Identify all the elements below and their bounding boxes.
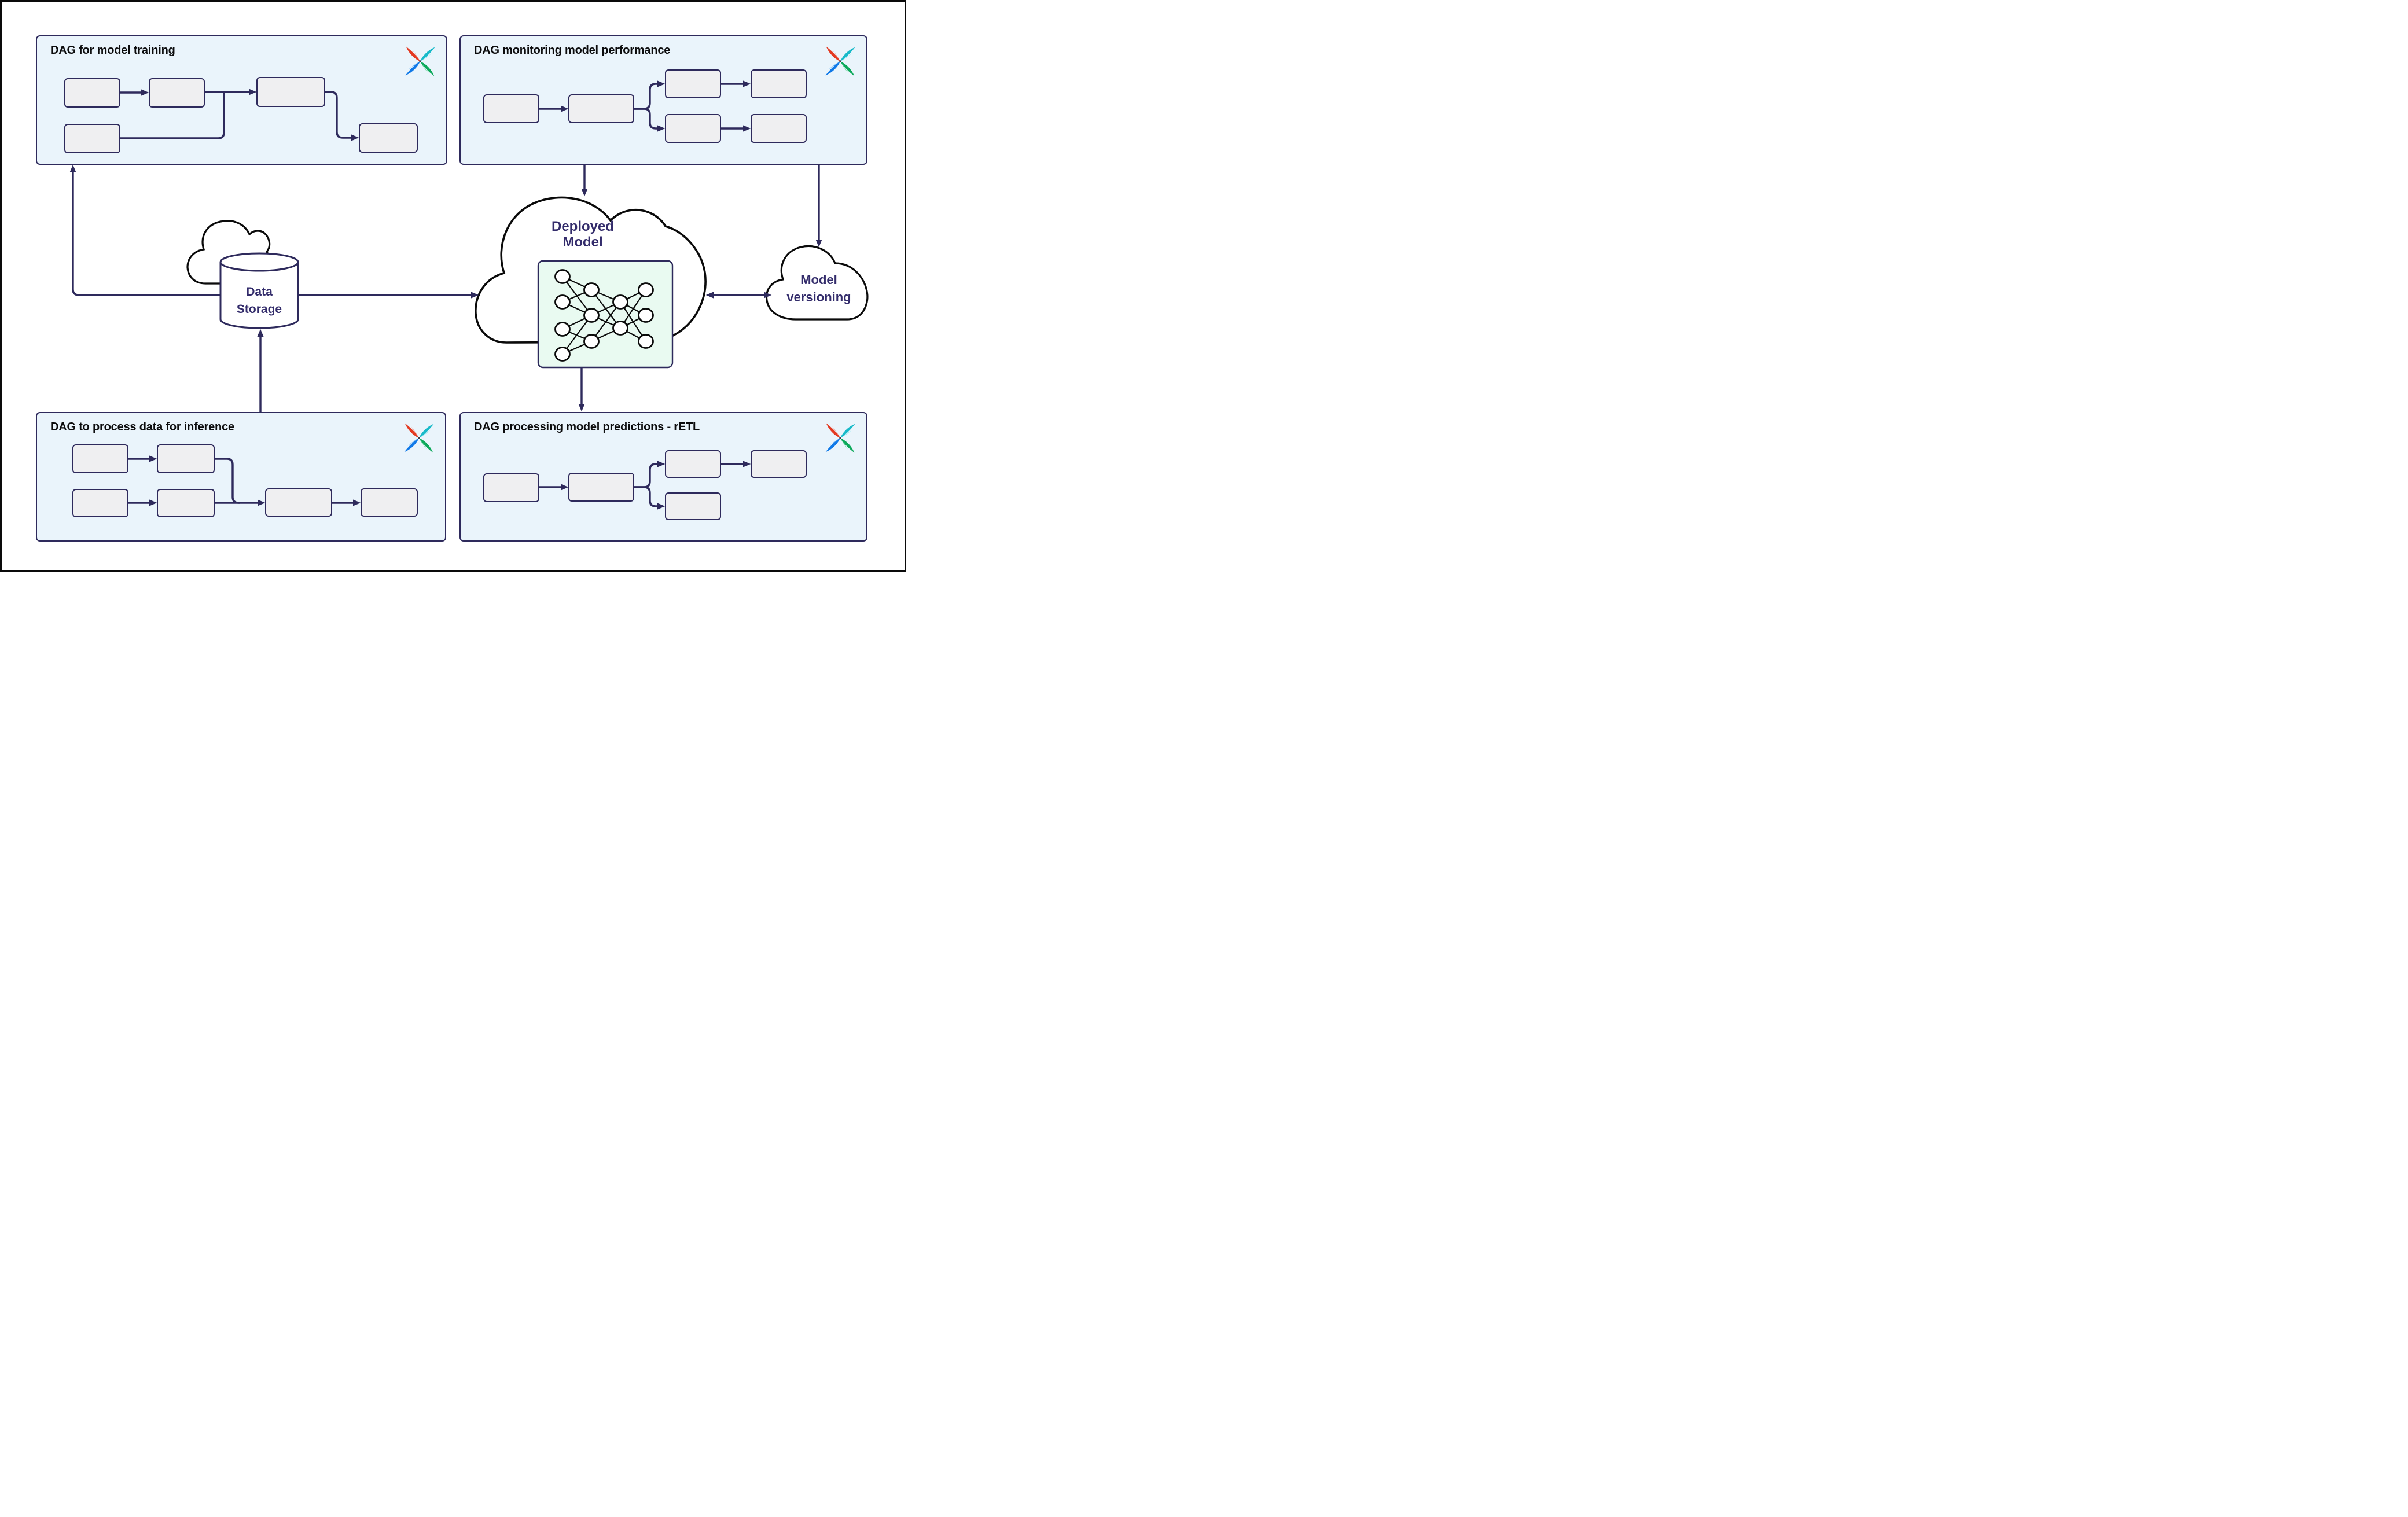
dag-task-box (751, 114, 807, 143)
panel-title: DAG processing model predictions - rETL (474, 421, 700, 433)
dag-task-box (665, 492, 721, 520)
dag-task-box (665, 450, 721, 478)
neural-network-graphic (537, 260, 674, 369)
dag-edges-monitoring (539, 80, 751, 132)
arrow-storage-to-training (69, 164, 220, 296)
dag-edges-inference (128, 455, 361, 506)
dag-panel-inference: DAG to process data for inference (36, 412, 446, 542)
panel-title: DAG to process data for inference (50, 421, 234, 433)
dag-task-box (665, 114, 721, 143)
dag-task-box (568, 94, 634, 123)
dag-edges-retl (539, 461, 751, 510)
dag-task-box (665, 69, 721, 98)
deployed-model-label: Deployed Model (551, 219, 615, 250)
dag-edges-training (120, 89, 359, 141)
diagram-shapes-and-connectors (69, 80, 869, 510)
dag-task-box (361, 488, 418, 517)
dag-task-box (359, 123, 418, 153)
dag-task-box (483, 473, 539, 502)
data-storage-cylinder (219, 252, 299, 329)
dag-task-box (751, 450, 807, 478)
dag-task-box (149, 78, 205, 108)
dag-task-box (64, 124, 120, 153)
mlops-architecture-diagram: DAG for model training DAG monitoring mo… (0, 0, 906, 572)
dag-task-box (483, 94, 539, 123)
dag-task-box (157, 444, 215, 473)
panel-title: DAG for model training (50, 44, 175, 57)
model-versioning-label: Model versioning (786, 273, 851, 304)
dag-task-box (72, 444, 128, 473)
dag-task-box (568, 473, 634, 502)
panel-title: DAG monitoring model performance (474, 44, 671, 57)
data-storage-label: Data Storage (236, 285, 282, 316)
dag-task-box (751, 69, 807, 98)
dag-task-box (64, 78, 120, 108)
dag-task-box (256, 77, 325, 107)
dag-task-box (265, 488, 332, 517)
dag-task-box (72, 489, 128, 517)
dag-task-box (157, 489, 215, 517)
